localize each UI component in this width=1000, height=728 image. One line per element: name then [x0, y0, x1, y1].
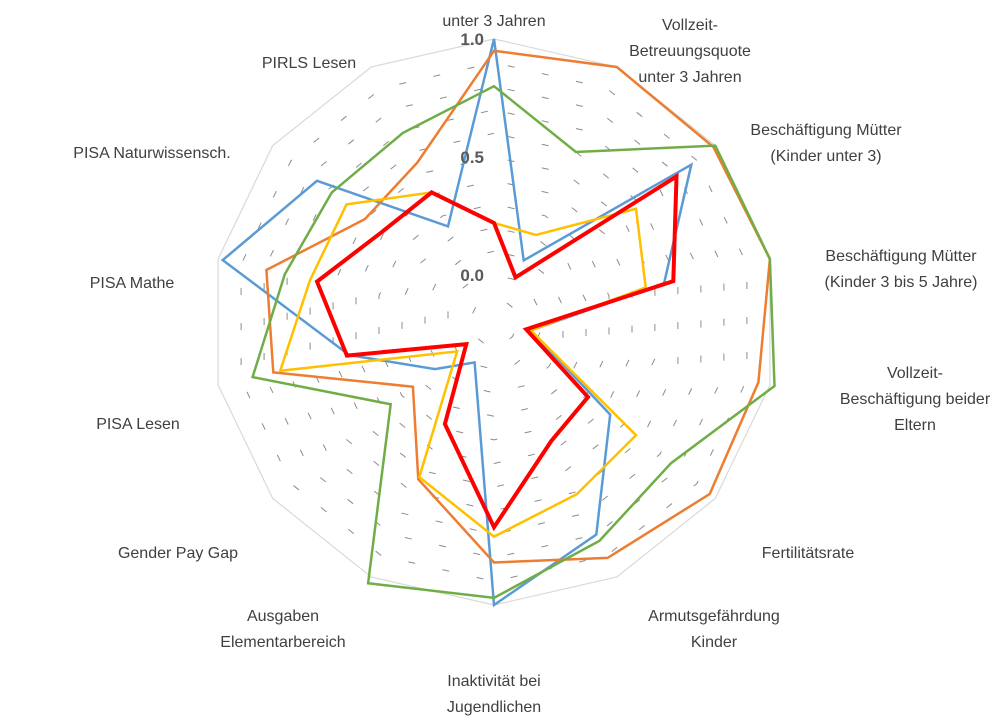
grid-ring: [447, 274, 541, 370]
grid-ring: [355, 179, 633, 465]
grid-ring: [286, 109, 702, 535]
category-label: PISA Lesen: [96, 416, 180, 433]
grid-ring: [240, 62, 748, 582]
series-line-4: [278, 191, 648, 539]
category-label: unter 3 Jahren: [442, 13, 545, 30]
series-line-1: [220, 38, 694, 608]
radial-tick-label: 1.0: [460, 30, 484, 49]
category-label: PISA Mathe: [90, 275, 175, 292]
radial-tick-label: 0.5: [460, 148, 484, 167]
category-label: Fertilitätsrate: [762, 545, 855, 562]
grid-ring: [470, 297, 518, 347]
category-label: Gender Pay Gap: [118, 545, 238, 562]
category-label: PIRLS Lesen: [262, 55, 356, 72]
radial-tick-label: 0.0: [460, 266, 484, 285]
grid-ring: [424, 250, 564, 394]
category-label: Beschäftigung Mütter(Kinder unter 3): [750, 122, 902, 165]
grid-ring: [309, 132, 679, 512]
radar-series: [220, 38, 776, 608]
series-line-5: [314, 172, 679, 532]
series-line-3: [250, 84, 776, 600]
grid-ring: [332, 156, 656, 488]
category-label: Beschäftigung Mütter(Kinder 3 bis 5 Jahr…: [825, 248, 978, 291]
radar-tick-labels: 0.0 0.5 1.0: [460, 30, 484, 285]
category-label: PISA Naturwissensch.: [73, 145, 230, 162]
grid-ring: [401, 227, 587, 417]
grid-ring: [378, 203, 610, 441]
